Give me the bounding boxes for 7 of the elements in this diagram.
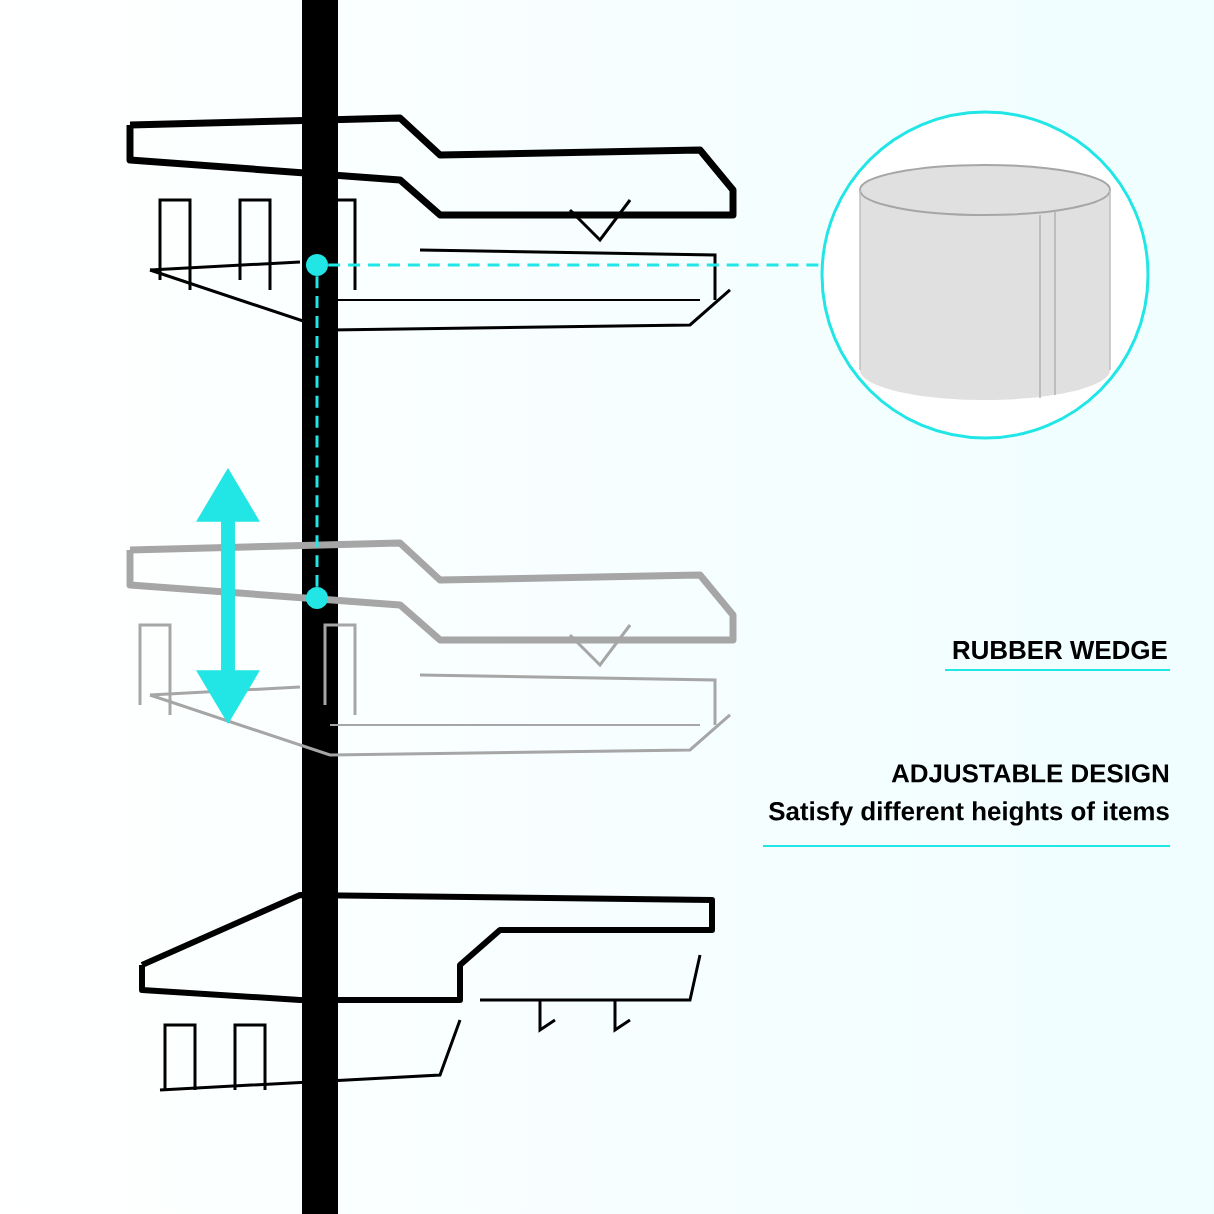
rubber-wedge-picture xyxy=(820,110,1150,440)
marker-dot xyxy=(306,587,328,609)
feature-description: Satisfy different heights of items xyxy=(769,801,1169,826)
leader-line xyxy=(315,276,319,587)
marker-dot xyxy=(306,254,328,276)
feature-label: RUBBER WEDGE xyxy=(953,640,1167,660)
feature-heading: ADJUSTABLE DESIGN xyxy=(891,764,1169,783)
